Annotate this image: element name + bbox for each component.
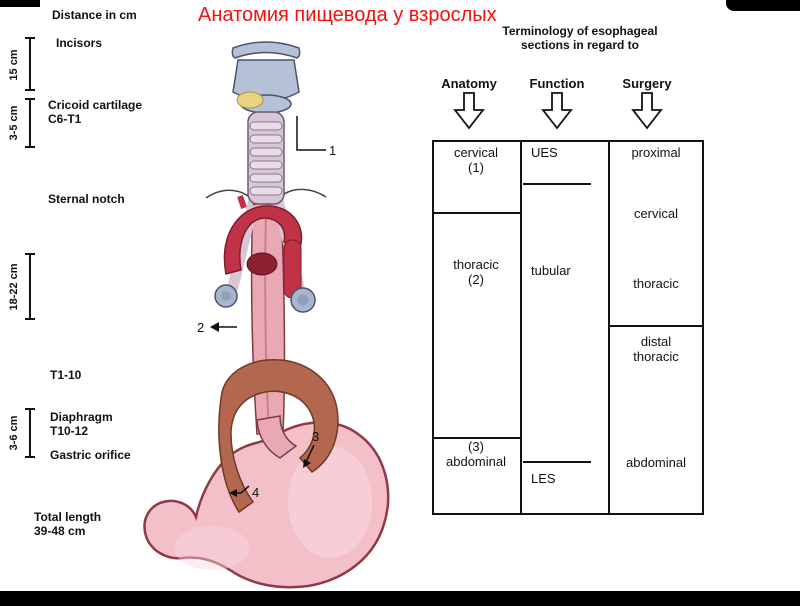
table-border [432,140,434,515]
figure-label-3: 3 [312,429,319,444]
esophagus-center-line [264,209,270,431]
abdominal-esophagus [256,415,298,459]
esophagus-illustration: 1 2 3 4 [143,41,390,589]
stomach-highlight [174,526,250,570]
trachea-ring [249,160,283,170]
cell-surgery-abdominal: abdominal [626,455,686,470]
table-divider [520,140,522,515]
cell-surgery-cervical: cervical [633,206,679,221]
hyoid-bone [231,41,301,59]
scale-segment [29,38,31,91]
trachea-ring [249,134,283,144]
cell-function-les: LES [531,471,556,486]
figure-label-1: 1 [329,143,336,158]
scale-tick [25,408,35,410]
table-border [432,513,704,515]
table-border [702,140,704,515]
cell-surgery-distal-thoracic: distal thoracic [633,334,679,364]
surgery-row-divider [608,325,702,327]
landmark-t1-10: T1-10 [50,368,82,382]
sternal-notch-line [205,188,327,199]
leader-4-arrowhead-icon [229,489,237,497]
diaphragm [218,359,339,514]
distance-label-18-22cm: 18-22 cm [8,263,20,311]
anatomy-row-divider [432,437,520,439]
pulmonary-vessel-left-lumen [221,291,231,301]
scale-tick [25,89,35,91]
function-row-divider [523,461,591,463]
trachea-ring [249,186,283,196]
landmark-cricoid-cartilage: Cricoid cartilage C6-T1 [48,98,143,126]
thyroid-gland [236,91,264,109]
distance-label-3-5cm: 3-5 cm [8,105,20,141]
cell-surgery-thoracic: thoracic [633,276,679,291]
table-border [432,140,704,142]
bottom-black-bar [0,591,800,606]
landmark-diaphragm: Diaphragm T10-12 [50,410,113,438]
page-title: Анатомия пищевода у взрослых [198,4,497,26]
scale-tick [25,146,35,148]
down-arrow-icon [541,92,573,130]
scale-tick [25,98,35,100]
leader-2-arrowhead-icon [210,322,219,332]
trachea-ring [249,121,283,131]
figure-label-4: 4 [252,485,259,500]
top-left-black-corner [0,0,40,7]
terminology-table: cervical (1) thoracic (2) (3) abdominal … [432,140,704,515]
scale-tick [25,318,35,320]
cell-anatomy-cervical: cervical (1) [453,145,499,175]
landmark-incisors: Incisors [56,36,103,50]
column-header-surgery: Surgery [622,76,672,91]
cell-function-ues: UES [531,145,558,160]
anatomy-row-divider [432,212,520,214]
leader-line-3 [305,444,315,463]
column-header-function: Function [529,76,585,91]
leader-line-1 [296,116,326,151]
scale-tick [25,37,35,39]
function-row-divider [523,183,591,185]
top-right-black-corner [726,0,800,11]
down-arrow-icon [453,92,485,130]
cell-surgery-proximal: proximal [631,145,681,160]
scale-segment [29,254,31,320]
column-header-anatomy: Anatomy [441,76,497,91]
scale-segment [29,99,31,148]
trachea-ring [249,147,283,157]
distance-label-15cm: 15 cm [8,49,20,81]
stomach-highlight [288,446,372,558]
table-title: Terminology of esophageal sections in re… [502,24,658,52]
scale-segment [29,409,31,458]
cell-anatomy-thoracic: thoracic (2) [453,257,499,287]
figure-label-2: 2 [197,320,204,335]
distance-label-3-6cm: 3-6 cm [8,415,20,451]
trachea-ring [249,173,283,183]
scale-tick [25,253,35,255]
landmark-sternal-notch: Sternal notch [48,192,125,206]
down-arrow-icon [631,92,663,130]
cell-function-tubular: tubular [531,263,571,278]
table-divider [608,140,610,515]
landmark-total-length: Total length 39-48 cm [34,510,102,538]
aorta-cut-edge [246,252,278,276]
scale-tick [25,456,35,458]
cell-anatomy-abdominal: (3) abdominal [446,439,506,469]
leader-3-arrowhead-icon [303,459,311,468]
landmark-gastric-orifice: Gastric orifice [50,448,131,462]
scale-header: Distance in cm [52,8,137,22]
pulmonary-vessel-right-lumen [297,294,309,306]
